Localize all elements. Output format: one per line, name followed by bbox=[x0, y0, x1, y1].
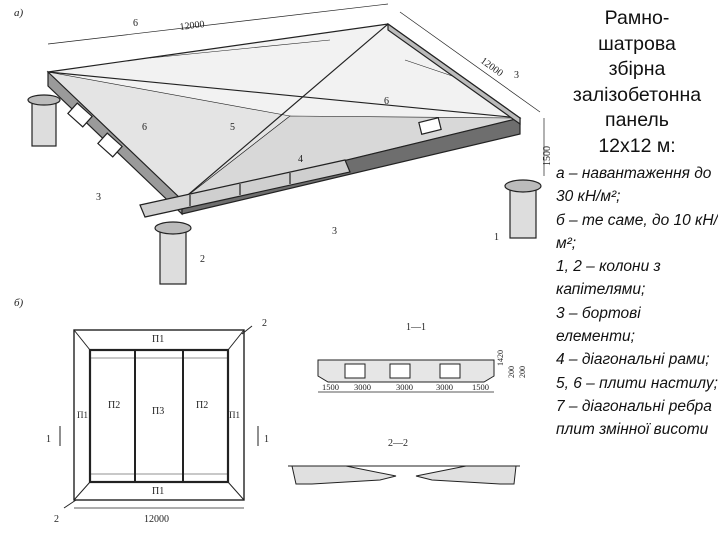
panel-p1-top: П1 bbox=[152, 334, 164, 345]
plan-inner bbox=[88, 348, 230, 484]
section-1-dim: 3000 bbox=[396, 382, 413, 392]
frame-opening bbox=[67, 102, 93, 128]
legend-key: б bbox=[556, 211, 565, 229]
title-line: Рамно- bbox=[604, 7, 670, 29]
figure-a-label: а) bbox=[14, 7, 24, 19]
column bbox=[504, 179, 542, 239]
section-2-right-body bbox=[415, 465, 517, 485]
legend-item: 7 – діагональні ребра плит змінної висот… bbox=[556, 395, 718, 442]
plan-diagonal bbox=[73, 329, 91, 351]
section-1-vdim: 1420 bbox=[496, 350, 505, 366]
legend-text: – бортові елементи; bbox=[556, 304, 641, 346]
roof-ridge-b bbox=[181, 23, 389, 201]
section-1-dim: 1500 bbox=[472, 382, 489, 392]
callout-1: 1 bbox=[494, 232, 499, 243]
legend-item: а – навантаження до 30 кН/м²; bbox=[556, 162, 718, 209]
roof-ridge-a bbox=[47, 71, 521, 119]
callout-3: 3 bbox=[96, 192, 101, 203]
panel-p1-left: П1 bbox=[77, 410, 88, 420]
callout-5: 5 bbox=[230, 122, 235, 133]
section-arrow-2-bottom bbox=[63, 499, 77, 509]
legend: а – навантаження до 30 кН/м²; б – те сам… bbox=[556, 162, 718, 442]
dim-length-text: 12000 bbox=[179, 19, 205, 33]
column bbox=[154, 221, 192, 285]
title-line: шатрова bbox=[598, 32, 676, 55]
callout-6: 6 bbox=[384, 96, 389, 107]
dim-width-text: 12000 bbox=[478, 56, 505, 80]
section-1-vdim: 200 bbox=[518, 366, 527, 378]
plan-diagonal bbox=[227, 329, 245, 351]
panel-title: Рамно- шатрова збірна залізобетонна пане… bbox=[556, 6, 718, 159]
section-2-left-body bbox=[291, 465, 397, 485]
callout-3: 3 bbox=[514, 70, 519, 81]
legend-key: а bbox=[556, 165, 565, 182]
figure-b-label: б) bbox=[14, 297, 24, 309]
legend-text: – плити настилу; bbox=[581, 374, 718, 392]
dim-line-length bbox=[47, 3, 389, 45]
plan-diagonal bbox=[227, 481, 245, 501]
plan-dim-text: 12000 bbox=[144, 514, 169, 525]
callout-4: 4 bbox=[298, 154, 303, 165]
section-1-title: 1—1 bbox=[406, 322, 426, 333]
title-line: панель bbox=[605, 109, 669, 131]
panel-p2-left: П2 bbox=[108, 400, 120, 411]
section-1-dim: 3000 bbox=[436, 382, 453, 392]
section-1-1: 1—1 1500 3000 3000 3000 1500 1420 200 20… bbox=[317, 322, 527, 393]
legend-text: – навантаження до 30 кН/м²; bbox=[556, 165, 712, 206]
isometric-view: а) bbox=[14, 3, 553, 285]
legend-item: б – те саме, до 10 кН/м²; bbox=[556, 209, 718, 256]
legend-text: – діагональні рами; bbox=[564, 351, 710, 369]
panel-p2-right: П2 bbox=[196, 400, 208, 411]
callout-6: 6 bbox=[133, 18, 138, 29]
section-2-title: 2—2 bbox=[388, 438, 408, 449]
roof-seam bbox=[149, 39, 331, 59]
description-panel: Рамно- шатрова збірна залізобетонна пане… bbox=[556, 6, 718, 538]
frame-opening bbox=[418, 117, 442, 135]
panel-p3: П3 bbox=[152, 406, 164, 417]
section-1-dim: 1500 bbox=[322, 382, 339, 392]
plan-view: б) П1 П1 П1 П1 П2 П2 П3 2 2 1 1 12000 bbox=[14, 297, 269, 525]
plan-outline bbox=[73, 329, 245, 501]
legend-item: 3 – бортові елементи; bbox=[556, 302, 718, 349]
callout-3: 3 bbox=[332, 226, 337, 237]
section-arrow-2-top bbox=[241, 325, 253, 335]
legend-key: 3 bbox=[556, 304, 565, 322]
callout-2: 2 bbox=[200, 254, 205, 265]
frame-opening bbox=[97, 132, 123, 158]
callout-6: 6 bbox=[142, 122, 147, 133]
panel-p1-bottom: П1 bbox=[152, 486, 164, 497]
legend-text: – діагональні ребра плит змінної висоти bbox=[556, 397, 712, 439]
dim-line-width bbox=[399, 11, 541, 113]
section-mark-2-top: 2 bbox=[262, 318, 267, 329]
panel-drawing: а) bbox=[14, 3, 553, 525]
dim-height-text: 1500 bbox=[542, 146, 553, 166]
title-line: залізобетонна bbox=[572, 83, 702, 106]
back-right-edge bbox=[387, 22, 521, 126]
legend-text: – колони з капітелями; bbox=[556, 258, 661, 299]
section-1-dim: 3000 bbox=[354, 382, 371, 392]
legend-key: 1, 2 bbox=[556, 258, 582, 276]
column bbox=[27, 94, 61, 147]
legend-item: 5, 6 – плити настилу; bbox=[556, 372, 718, 395]
section-mark-1-left: 1 bbox=[46, 434, 51, 445]
legend-key: 7 bbox=[556, 397, 565, 415]
legend-item: 4 – діагональні рами; bbox=[556, 348, 718, 371]
section-1-rib bbox=[439, 363, 461, 379]
section-mark-1-right: 1 bbox=[264, 434, 269, 445]
title-line: збірна bbox=[608, 58, 666, 80]
plan-diagonal bbox=[73, 481, 91, 501]
legend-text: – те саме, до 10 кН/м²; bbox=[556, 211, 718, 252]
diagonal-frame bbox=[139, 159, 351, 218]
legend-item: 1, 2 – колони з капітелями; bbox=[556, 255, 718, 302]
section-1-vdim: 200 bbox=[507, 366, 516, 378]
section-2-2: 2—2 bbox=[288, 438, 520, 485]
section-1-rib bbox=[344, 363, 366, 379]
section-1-rib bbox=[389, 363, 411, 379]
legend-key: 4 bbox=[556, 351, 565, 369]
panel-p1-right: П1 bbox=[229, 410, 240, 420]
section-mark-2-bottom: 2 bbox=[54, 514, 59, 525]
title-line: 12х12 м: bbox=[598, 134, 676, 157]
legend-key: 5, 6 bbox=[556, 374, 582, 392]
